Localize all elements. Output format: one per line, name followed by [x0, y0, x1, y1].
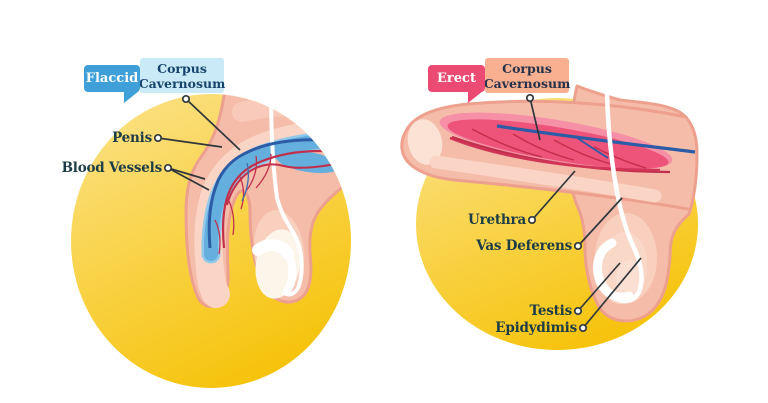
left-vein-line — [207, 138, 351, 249]
right-vessel-branches — [471, 128, 647, 169]
left-artery-line-1 — [221, 149, 351, 249]
connector-line — [185, 98, 241, 151]
connector-line — [167, 167, 210, 191]
corpus-badge-line1: Corpus — [502, 60, 552, 76]
left-vas-deferens-duct — [269, 94, 304, 297]
corpus-lower-edge — [449, 136, 661, 172]
erect-badge-label: Erect — [437, 71, 476, 86]
connector-line — [577, 262, 621, 312]
left-epididymis-tail — [283, 250, 297, 295]
epididymis-label: Epidydimis — [495, 320, 577, 336]
right-epididymis-band — [593, 238, 634, 302]
penis-label: Penis — [112, 130, 152, 146]
corpus-badge-line2: Cavernosum — [483, 75, 571, 91]
label-dot — [181, 94, 191, 104]
right-vein-line — [496, 124, 696, 154]
glans-highlight — [407, 119, 443, 165]
connector-line — [157, 137, 223, 148]
left-skin-outline — [184, 94, 351, 308]
left-vein-branch — [241, 162, 249, 202]
left-body-highlight — [232, 95, 351, 126]
right-testis-highlight — [616, 260, 644, 300]
erect-shaft-outline — [400, 99, 690, 211]
right-diagram — [400, 84, 699, 350]
connector-line — [577, 197, 623, 247]
testis-label: Testis — [529, 303, 573, 319]
corpus-badge-line2: Cavernosum — [138, 75, 226, 91]
label-dot — [573, 241, 583, 251]
left-artery-line-2 — [226, 160, 351, 206]
vas-deferens-label: Vas Deferens — [476, 238, 572, 254]
connector-line — [529, 97, 541, 141]
corpus-cavernosum-flaccid — [203, 134, 328, 261]
left-vessel-branches — [214, 153, 272, 255]
label-dot — [163, 163, 173, 173]
connector-line — [582, 257, 642, 329]
flaccid-state-badge: Flaccid — [84, 65, 140, 103]
label-dot — [527, 215, 537, 225]
erect-state-badge: Erect — [428, 65, 485, 103]
left-connectors — [153, 94, 241, 191]
label-dot — [573, 306, 583, 316]
label-dot — [153, 133, 163, 143]
corpus-cavernosum-badge-right: Corpus Cavernosum — [483, 58, 571, 93]
right-connectors — [525, 93, 642, 333]
label-dot — [525, 93, 535, 103]
shaft-inner-skin — [429, 155, 662, 203]
right-vein-branch — [575, 136, 609, 159]
corpus-badge-line1: Corpus — [157, 60, 207, 76]
connector-line — [167, 167, 206, 180]
urethra-label: Urethra — [468, 212, 526, 228]
connector-line — [531, 170, 576, 221]
flaccid-badge-label: Flaccid — [85, 71, 139, 86]
right-vas-deferens-duct — [604, 91, 644, 304]
blood-vessels-label: Blood Vessels — [61, 160, 163, 176]
corpus-cavernosum-badge-left: Corpus Cavernosum — [138, 58, 226, 93]
label-dot — [578, 323, 588, 333]
